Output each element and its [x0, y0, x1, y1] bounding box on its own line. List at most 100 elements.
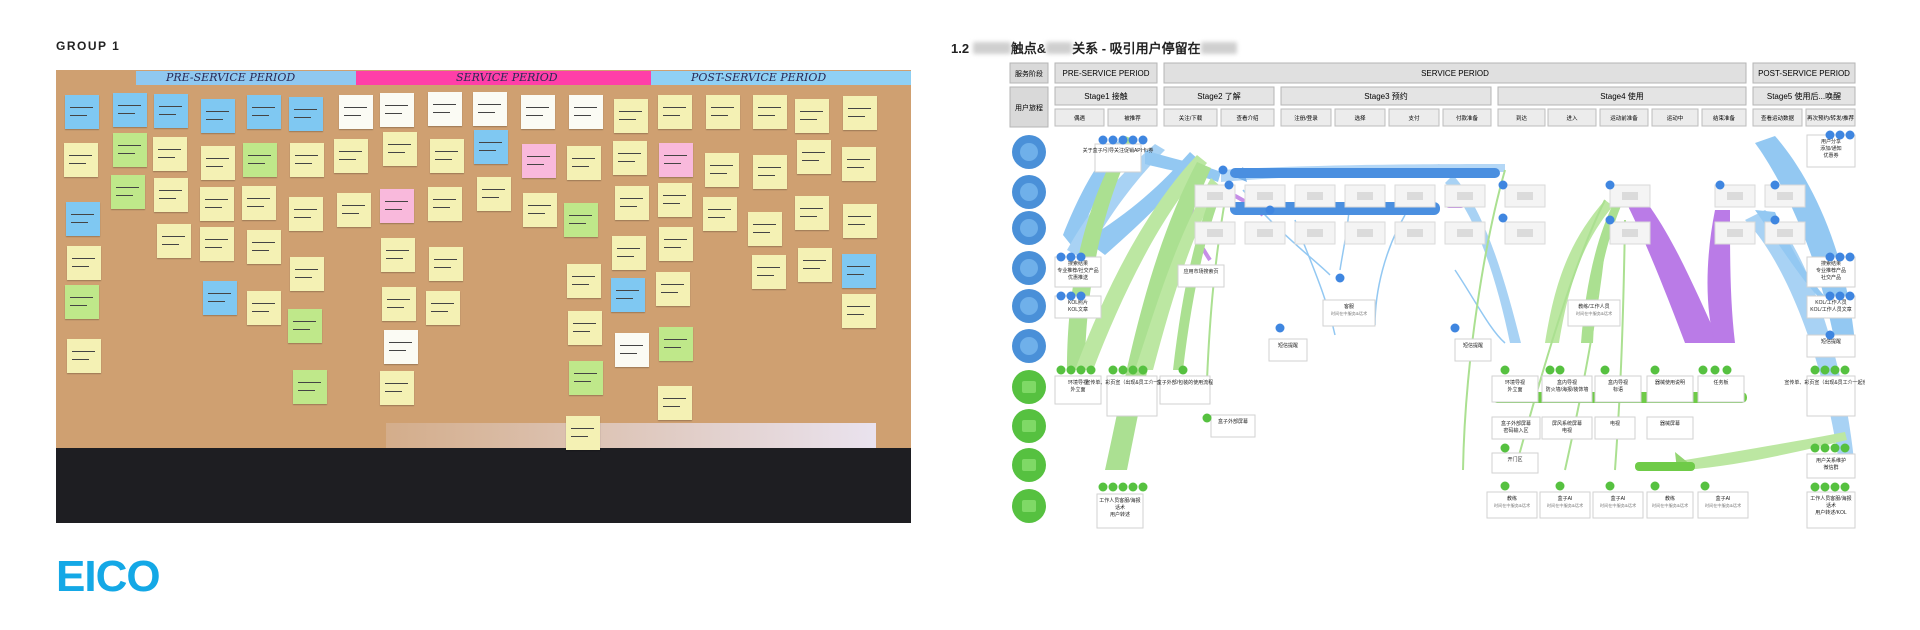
touchpoint-label: KOL文章	[1068, 306, 1088, 313]
touchpoint-label: 优惠推送	[1068, 274, 1088, 281]
sticky-note	[564, 203, 598, 237]
step-label: 被推荐	[1124, 114, 1141, 122]
sticky-note	[428, 187, 462, 221]
sticky-note	[703, 197, 737, 231]
sticky-note	[380, 189, 414, 223]
sticky-note	[380, 93, 414, 127]
journey-map: 服务阶段 PRE-SERVICE PERIOD SERVICE PERIOD P…	[985, 60, 1865, 530]
redacted-mark	[1257, 229, 1273, 237]
touchpoint-sublabel: 时间在中服务&话术	[1494, 502, 1531, 509]
touchpoint-label: 盒内导视	[1557, 379, 1577, 386]
green-dot	[1811, 366, 1820, 375]
green-short-bar	[1635, 462, 1695, 471]
sticky-note	[200, 227, 234, 261]
touchpoint-label: 器械屏幕	[1660, 420, 1680, 427]
green-dot	[1087, 366, 1096, 375]
blue-dot	[1119, 136, 1128, 145]
blue-main-bar-1	[1230, 168, 1500, 178]
sticky-note	[247, 291, 281, 325]
sticky-note	[659, 143, 693, 177]
sticky-note	[569, 95, 603, 129]
green-dot	[1651, 482, 1660, 491]
title-redaction	[1046, 42, 1072, 54]
redacted-mark	[1357, 229, 1373, 237]
sticky-note	[426, 291, 460, 325]
sticky-note	[243, 143, 277, 177]
sticky-note	[380, 371, 414, 405]
redacted-mark	[1727, 229, 1743, 237]
redacted-mark	[1307, 192, 1323, 200]
green-dot	[1501, 444, 1510, 453]
green-dot	[1109, 366, 1118, 375]
sticky-note	[154, 94, 188, 128]
sticky-note	[67, 246, 101, 280]
touchpoint-label: 盒子AI	[1716, 495, 1731, 502]
touchpoint-label: 工作人员客服/海报	[1810, 495, 1851, 502]
step-label: 查看运动数据	[1761, 114, 1795, 122]
sticky-note	[842, 147, 876, 181]
touchpoint-label: 添加/通知	[1820, 145, 1841, 152]
map-title-part1: 触点&	[1011, 41, 1046, 56]
touchpoint-label: 优惠券	[1823, 152, 1838, 159]
touchpoint-label: 电视	[1610, 420, 1620, 427]
touchpoint-sublabel: 时间在中服务&话术	[1547, 502, 1584, 509]
map-title: 1.2 触点&关系 - 吸引用户停留在	[951, 38, 1237, 57]
green-dot	[1556, 366, 1565, 375]
touchpoint-sublabel: 时间在中服务&话术	[1331, 310, 1368, 317]
touchpoint-label: 屏风系统屏幕	[1552, 420, 1582, 427]
touchpoint-sublabel: 时间在中服务&话术	[1705, 502, 1742, 509]
touchpoint-label: 盒子外部屏幕	[1218, 418, 1248, 425]
touchpoint-label: 盒子外部/包装的使用流程	[1157, 379, 1213, 386]
redacted-mark	[1457, 229, 1473, 237]
sticky-note	[614, 99, 648, 133]
touchpoint-sublabel: 时间在中服务&话术	[1576, 310, 1613, 317]
channel-icon-inner	[1020, 259, 1038, 277]
touchpoint-sublabel: 时间在中服务&话术	[1600, 502, 1637, 509]
step-label: 运动中	[1667, 114, 1684, 122]
stage-2: Stage2 了解	[1197, 91, 1241, 101]
sticky-note	[612, 236, 646, 270]
green-dot	[1821, 483, 1830, 492]
step-label: 到达	[1516, 114, 1528, 122]
sticky-note	[201, 146, 235, 180]
touchpoint-label: 教练/工作人员	[1578, 303, 1609, 310]
sticky-note	[384, 330, 418, 364]
green-dot	[1129, 483, 1138, 492]
stage-headers: Stage1 接触 Stage2 了解 Stage3 预约 Stage4 使用 …	[1055, 87, 1855, 105]
blue-dot	[1716, 181, 1725, 190]
blue-dot	[1219, 166, 1228, 175]
touchpoint-label: 专业推荐/社交产品	[1057, 267, 1098, 274]
blue-dot	[1139, 136, 1148, 145]
touchpoint-label: 器械使用说明	[1655, 379, 1685, 386]
green-dot	[1139, 483, 1148, 492]
redacted-mark	[1622, 229, 1638, 237]
sticky-note	[656, 272, 690, 306]
blue-dot	[1836, 292, 1845, 301]
blue-dot	[1846, 253, 1855, 262]
green-dot	[1811, 483, 1820, 492]
touchpoint-label: 外立面	[1070, 386, 1085, 393]
touchpoint-sublabel: 时间在中服务&话术	[1652, 502, 1689, 509]
floor	[56, 448, 911, 523]
journey-steps: 偶遇被推荐关注/下载查看介绍注册/登录选择支付付款准备到达进入运动前准备运动中结…	[1055, 109, 1855, 126]
blue-dot	[1077, 292, 1086, 301]
green-dot	[1651, 366, 1660, 375]
sticky-note	[843, 96, 877, 130]
green-dot	[1699, 366, 1708, 375]
touchpoint-label: 盒子外部屏幕	[1501, 420, 1531, 427]
green-dot	[1606, 482, 1615, 491]
title-redaction	[973, 42, 1011, 54]
sticky-note	[288, 309, 322, 343]
sticky-note	[522, 144, 556, 178]
blue-dot	[1225, 181, 1234, 190]
touchpoint-label: 密码输入区	[1503, 427, 1528, 434]
step-label: 再次预约/转发/推荐	[1807, 114, 1855, 122]
channel-icon-inner	[1020, 219, 1038, 237]
sticky-note	[334, 139, 368, 173]
row-label-journey: 用户旅程	[1015, 103, 1043, 112]
blue-dot	[1129, 136, 1138, 145]
sticky-note	[753, 95, 787, 129]
touchpoint-label: 用户关系维护	[1816, 457, 1846, 464]
sticky-note	[337, 193, 371, 227]
step-label: 查看介绍	[1236, 114, 1259, 122]
